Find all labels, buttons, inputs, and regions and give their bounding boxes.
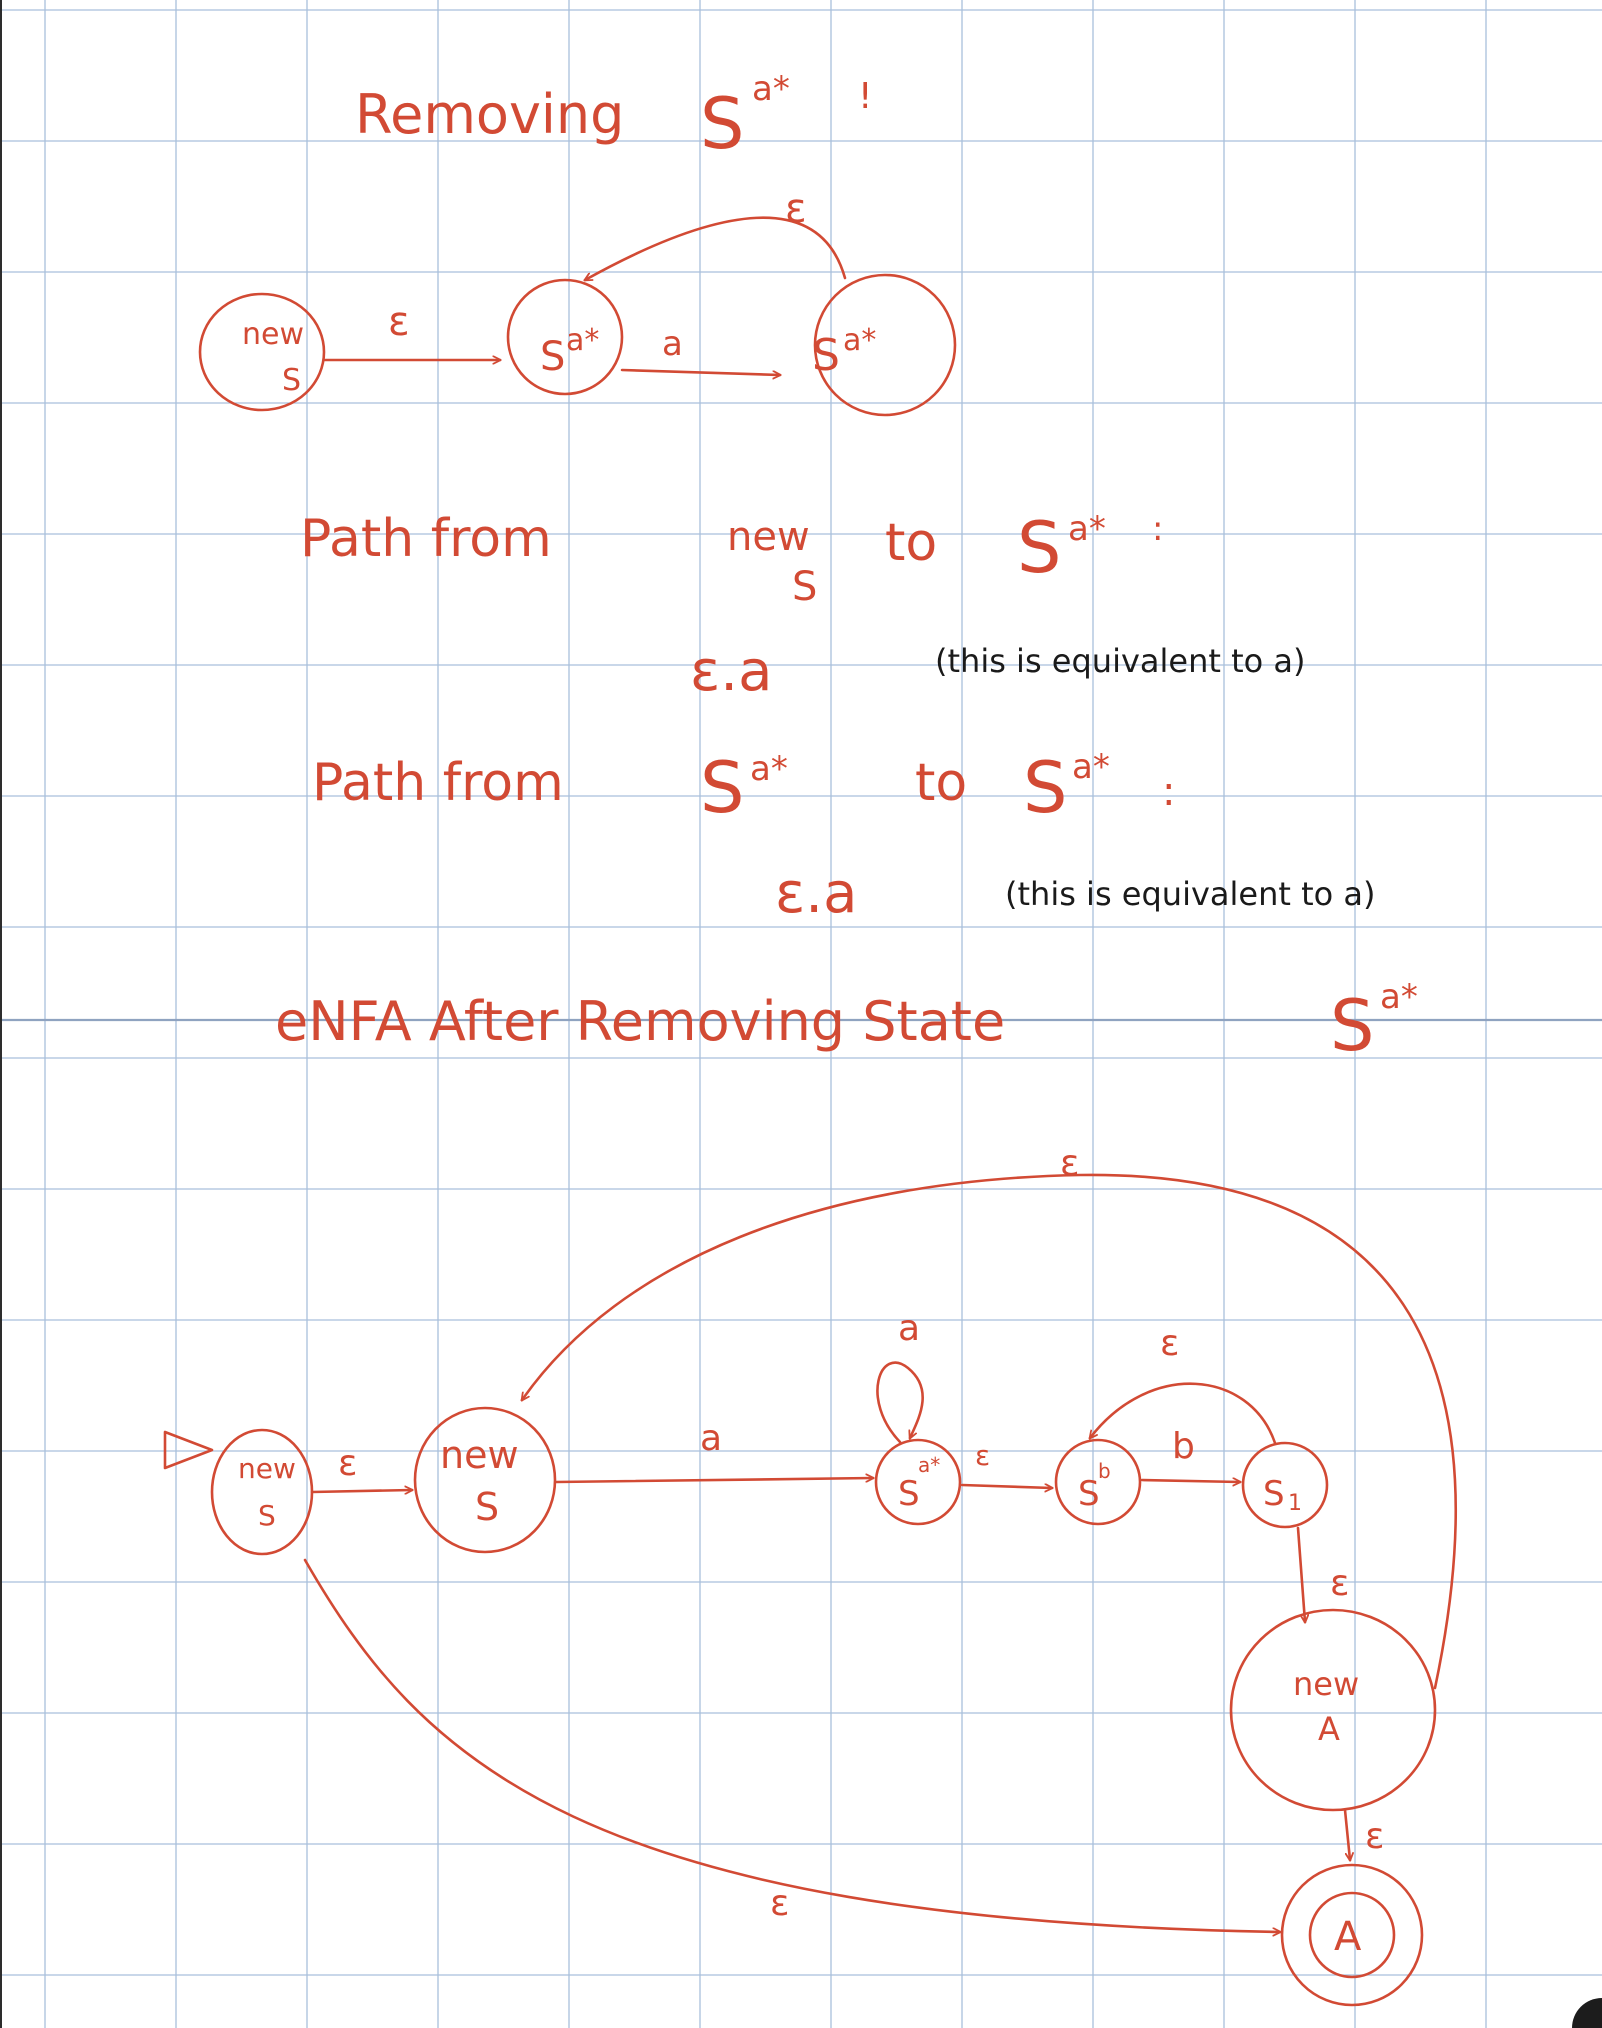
- title-text: eNFA After Removing State: [275, 990, 1005, 1053]
- state-sa-left-sup: a*: [566, 323, 599, 358]
- state-new-s: [198, 292, 326, 412]
- state-new-s-line1: new: [242, 317, 304, 352]
- path-2-to: to: [915, 753, 967, 813]
- edge-news-to-sa-label: a: [700, 1418, 722, 1459]
- path-1-note: (this is equivalent to a): [935, 642, 1305, 680]
- edge-start-to-news: [310, 1490, 412, 1492]
- corner-dot: [1572, 1998, 1602, 2028]
- path-2-line: Path from S a* to S a* : ε.a (this is eq…: [312, 747, 1375, 926]
- edge-s1-to-newa: [1296, 1526, 1305, 1622]
- edge-newa-to-news-label: ε: [1060, 1143, 1079, 1184]
- state-s1: [1241, 1441, 1329, 1529]
- state-new-s-line1: new: [440, 1433, 519, 1477]
- path-2-expression: ε.a: [775, 861, 857, 926]
- state-s1-label: S: [1263, 1474, 1285, 1514]
- state-a-final-outer: [1280, 1863, 1424, 2007]
- state-sb: [1054, 1438, 1142, 1526]
- edge-s1-to-sb-label: ε: [1160, 1323, 1179, 1364]
- state-sa-right-label: S: [812, 330, 840, 381]
- edge-s1-to-newa-label: ε: [1330, 1563, 1349, 1604]
- path-1-from-line2: S: [792, 564, 817, 610]
- edge-loop-back: [585, 216, 847, 280]
- state-sa-sup: a*: [918, 1453, 940, 1477]
- path-1-tail: :: [1152, 509, 1163, 549]
- state-new-a-line2: A: [1318, 1710, 1340, 1748]
- heading-symbol-sup: a*: [752, 69, 790, 109]
- edge-sa-loop: [876, 1361, 924, 1444]
- path-2-prefix: Path from: [312, 753, 564, 813]
- path-1-line: Path from new S to S a* : ε.a (this is e…: [300, 507, 1305, 704]
- edge-start-to-news-label: ε: [338, 1443, 357, 1484]
- edge-newa-to-a-label: ε: [1365, 1816, 1384, 1857]
- edge-sa-loop-label: a: [898, 1308, 920, 1349]
- state-new-a: [1229, 1608, 1437, 1812]
- edge-s1-to-sb: [1090, 1382, 1277, 1445]
- start-arrow: [163, 1430, 214, 1470]
- state-sb-sub: b: [1098, 1459, 1111, 1483]
- state-sa-label: S: [898, 1474, 920, 1514]
- removal-diagram: new S S a* S a* ε a ε: [198, 186, 957, 417]
- state-sa-left: [506, 278, 624, 396]
- state-sa: [874, 1438, 962, 1526]
- state-sb-label: S: [1078, 1474, 1100, 1514]
- state-sa-right: [813, 273, 957, 417]
- edge-a-sa-to-sa: [620, 368, 780, 375]
- state-new-s-line2: S: [282, 363, 301, 398]
- heading-removing: Removing S a* !: [355, 69, 872, 165]
- heading-text: Removing: [355, 83, 624, 146]
- state-new-s: [413, 1406, 557, 1554]
- state-new-s-start-line1: new: [238, 1452, 296, 1485]
- heading-symbol: S: [700, 83, 744, 165]
- edge-sa-to-sb: [960, 1485, 1052, 1488]
- path-2-tail: :: [1162, 769, 1175, 815]
- path-2-note: (this is equivalent to a): [1005, 875, 1375, 913]
- enfa-title: eNFA After Removing State S a*: [275, 977, 1418, 1067]
- edge-newa-to-news: [522, 1173, 1457, 1690]
- title-symbol: S: [1330, 985, 1374, 1067]
- path-1-to-symbol: S: [1017, 507, 1061, 589]
- state-sa-left-label: S: [540, 334, 565, 380]
- path-2-to-symbol: S: [1023, 747, 1067, 829]
- edge-sb-to-s1-label: b: [1172, 1426, 1195, 1467]
- path-1-from-line1: new: [727, 514, 810, 560]
- state-new-s-start: [210, 1428, 314, 1556]
- state-a-final-inner: [1308, 1891, 1396, 1979]
- edge-loop-label: ε: [785, 186, 807, 232]
- state-s1-sub: 1: [1288, 1491, 1302, 1516]
- path-2-from-symbol: S: [700, 747, 744, 829]
- edge-eps-label: ε: [388, 299, 410, 345]
- edge-a-label: a: [662, 324, 683, 364]
- title-sup: a*: [1380, 977, 1418, 1017]
- path-1-to-sup: a*: [1068, 509, 1106, 549]
- state-new-a-line1: new: [1293, 1665, 1359, 1703]
- path-2-from-sup: a*: [750, 749, 788, 789]
- path-1-expression: ε.a: [690, 639, 772, 704]
- path-2-to-sup: a*: [1072, 747, 1110, 787]
- edge-sb-to-s1: [1140, 1480, 1240, 1482]
- edge-start-to-a: [303, 1558, 1280, 1932]
- state-new-s-start-line2: S: [258, 1499, 276, 1532]
- edge-newa-to-a: [1343, 1808, 1350, 1860]
- state-a-final-label: A: [1334, 1914, 1362, 1960]
- state-sa-right-sup: a*: [843, 323, 876, 358]
- heading-tail: !: [858, 76, 872, 117]
- path-1-prefix: Path from: [300, 509, 552, 569]
- edge-news-to-sa: [554, 1478, 873, 1484]
- edge-sa-to-sb-label: ε: [975, 1439, 990, 1472]
- edge-start-to-a-label: ε: [770, 1883, 789, 1924]
- state-new-s-line2: S: [475, 1485, 499, 1529]
- path-1-to: to: [885, 513, 937, 573]
- enfa-diagram: new S new S S a* S b S 1 new A A ε a a ε…: [163, 1143, 1457, 2007]
